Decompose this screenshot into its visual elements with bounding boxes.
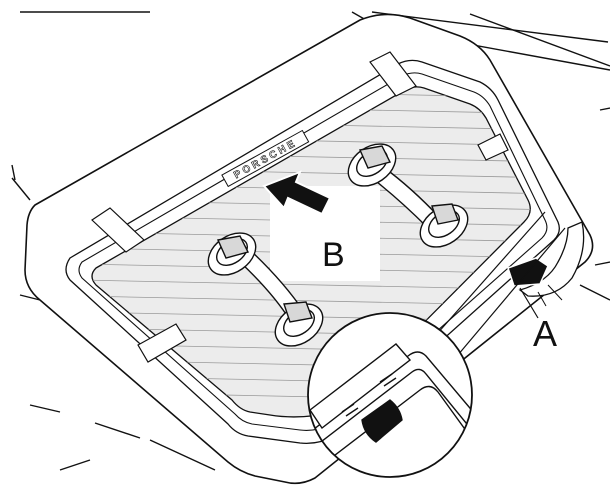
sunroof-seal: [78, 72, 548, 431]
suction-cup-lifter-icon: [347, 143, 469, 248]
protective-tape-icon: [91, 51, 509, 363]
magnifier-leader-line: [451, 227, 566, 363]
roof-outline: [11, 11, 610, 471]
bend-arrow-icon: [507, 221, 585, 307]
magnifier-detail-icon: [307, 312, 473, 478]
slide-direction-arrow-icon: [262, 170, 332, 216]
callout-label-b: B: [322, 236, 345, 274]
suction-cup-lifter-icon: [207, 232, 324, 347]
sunroof-frame: [65, 59, 560, 444]
callout-label-a: A: [533, 313, 558, 354]
magnifier-leader-line: [427, 211, 546, 345]
callout-line-a: [519, 287, 539, 319]
